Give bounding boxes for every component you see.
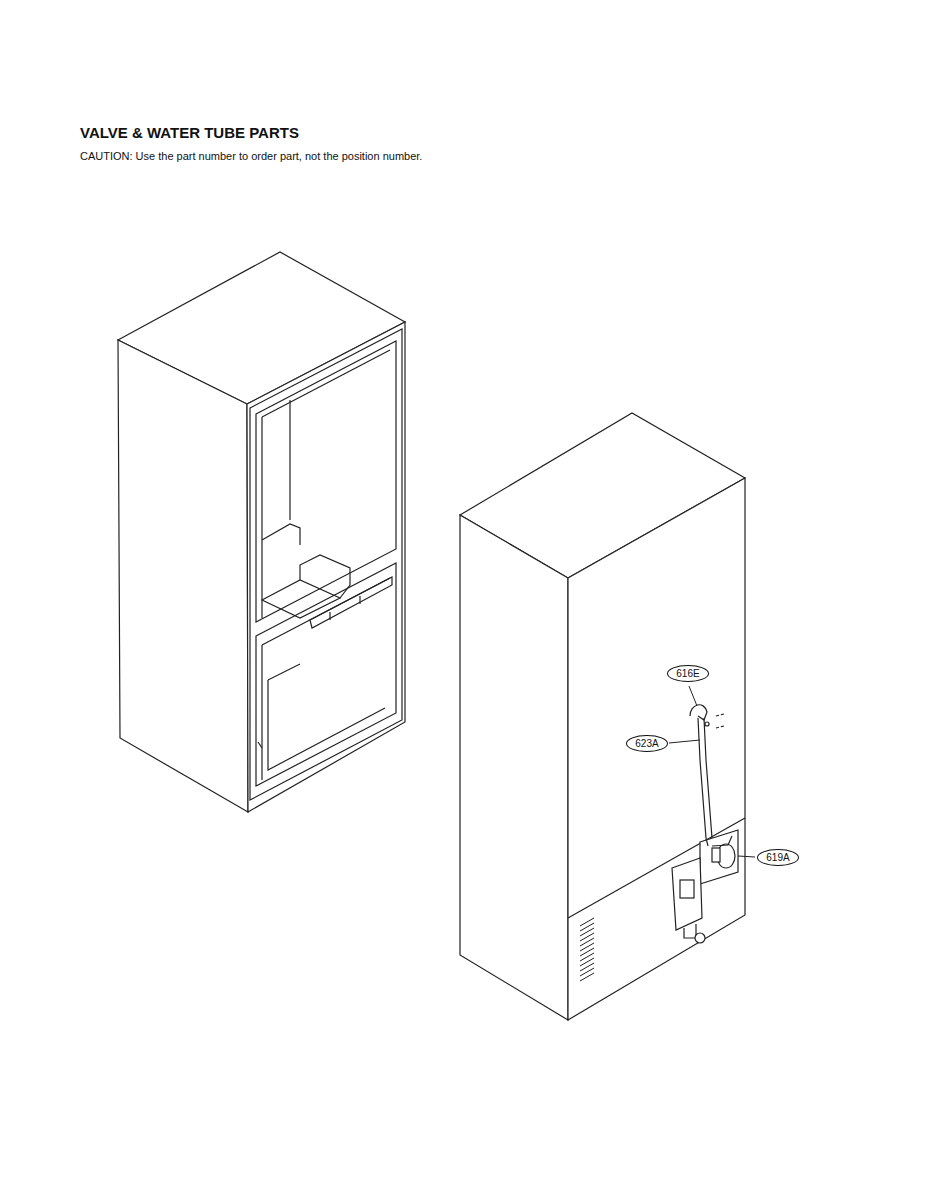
callout-oval: 623A <box>626 735 668 752</box>
callout-oval: 619A <box>757 849 799 866</box>
water-tube-assembly <box>672 705 738 943</box>
rear-cabinet <box>460 413 745 1020</box>
leader-lines <box>669 686 755 857</box>
callout-oval: 616E <box>667 665 709 682</box>
caution-note: CAUTION: Use the part number to order pa… <box>80 150 422 162</box>
callout-number: 623A <box>635 738 658 749</box>
page-title: VALVE & WATER TUBE PARTS <box>80 124 299 141</box>
callout-number: 616E <box>676 668 699 679</box>
callout-number: 619A <box>766 852 789 863</box>
vent-grille <box>580 918 594 981</box>
front-cabinet <box>118 252 405 812</box>
